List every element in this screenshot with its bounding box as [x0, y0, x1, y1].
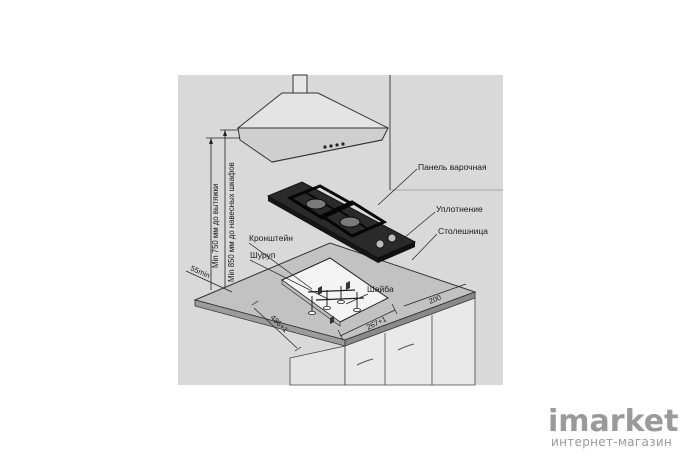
- knob-1: [375, 239, 385, 249]
- bracket-bar-1: [307, 289, 356, 293]
- bracket-clip-3: [330, 316, 334, 324]
- watermark-tagline: интернет-магазин: [551, 435, 672, 449]
- washer-3: [337, 299, 345, 304]
- base-cabinets: [289, 297, 476, 386]
- label-seal: Уплотнение: [436, 204, 483, 214]
- burner-1: [305, 198, 327, 210]
- label-hob-panel: Панель варочная: [418, 162, 487, 172]
- label-screw: Шуруп: [250, 250, 276, 260]
- bracket-clip-2: [346, 281, 350, 290]
- hood-button-2: [329, 144, 333, 148]
- hood-chimney: [292, 74, 308, 94]
- hob-side-edge: [378, 242, 415, 263]
- burner-2: [339, 216, 361, 228]
- label-countertop: Столешница: [438, 226, 488, 236]
- hood-button-1: [323, 145, 327, 149]
- mounting-hardware: [307, 281, 365, 324]
- washer-2: [323, 305, 331, 310]
- bracket-bar-2: [315, 297, 365, 301]
- pan-support-1: [286, 184, 356, 220]
- bracket-clip-1: [318, 286, 322, 295]
- washer-1: [308, 310, 316, 315]
- leader-lines: [248, 168, 438, 305]
- label-washer: Шайба: [367, 284, 394, 294]
- clearance-dimension-lines: [206, 129, 240, 295]
- hob-front-edge: [268, 196, 378, 263]
- cabinet-handle-1: [356, 358, 374, 366]
- pan-support-2: [318, 200, 388, 238]
- hob-panel: [266, 181, 417, 263]
- knob-2: [387, 233, 397, 243]
- label-bracket: Кронштейн: [249, 233, 293, 243]
- cutout-opening: [281, 257, 389, 327]
- hood-button-3: [335, 143, 339, 147]
- hood-front-edge: [271, 139, 383, 163]
- dimension-hood-clearance: Min 750 мм до вытяжки: [211, 184, 220, 268]
- cabinet-handle-2: [397, 343, 415, 351]
- cutout-dimension-lines: [185, 270, 467, 352]
- watermark-brand: imarket.by: [548, 404, 680, 439]
- dimension-cabinet-clearance: Min 850 мм до навесных шкафов: [227, 162, 236, 282]
- dimension-side-gap: 200: [427, 293, 442, 306]
- washer-4: [353, 307, 361, 312]
- hood-button-4: [341, 142, 345, 146]
